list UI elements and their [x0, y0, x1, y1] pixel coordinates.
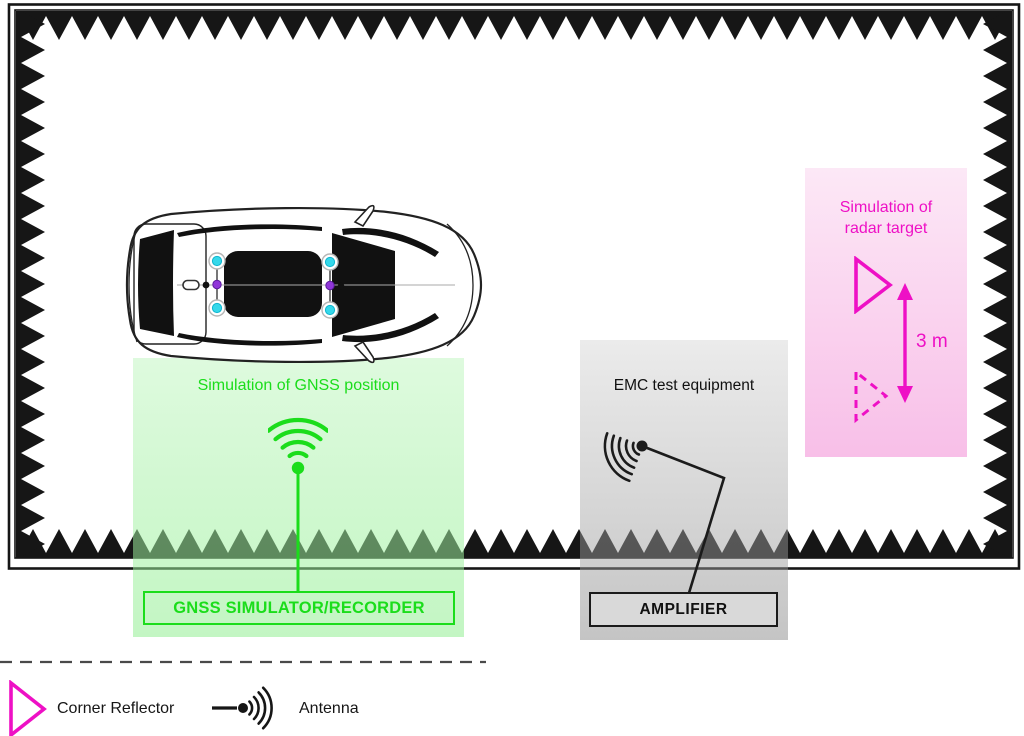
sensor-marker-group-2	[321, 253, 345, 319]
sensor-marker-group-1	[208, 252, 226, 317]
car-rear-contour	[128, 227, 138, 343]
car-sunroof	[224, 251, 322, 317]
radar-zone	[805, 168, 967, 457]
gnss-area-label: Simulation of GNSS position	[197, 377, 400, 394]
car-rear-window	[138, 230, 174, 336]
absorber-base-strips	[16, 11, 1012, 558]
gnss-antenna-icon	[268, 417, 328, 592]
radar-area-label: Simulation of radar target	[839, 199, 933, 237]
legend-antenna-icon	[212, 686, 273, 730]
emc-zone	[580, 340, 788, 640]
chamber-outer-wall	[7, 3, 1021, 570]
sensor-dot-front	[202, 281, 210, 289]
distance-label: 3 m	[916, 331, 948, 352]
gnss-simulator-box: GNSS SIMULATOR/RECORDER	[143, 591, 455, 625]
legend-divider	[0, 660, 486, 664]
car-side-mirrors	[353, 204, 375, 364]
corner-reflector-ghost-icon	[854, 369, 889, 424]
car-top-view	[125, 204, 483, 364]
distance-arrow	[897, 283, 913, 403]
anechoic-chamber	[7, 3, 1021, 570]
car-side-windows	[177, 224, 439, 346]
legend-antenna-label: Antenna	[299, 700, 359, 717]
legend-corner-reflector-icon	[9, 680, 47, 736]
sensor-dot-rear	[337, 282, 345, 290]
amplifier-box: AMPLIFIER	[589, 592, 778, 627]
legend-corner-reflector-label: Corner Reflector	[57, 700, 175, 717]
corner-reflector-icon	[854, 256, 893, 314]
emc-antenna-cable	[641, 444, 726, 594]
car-front-contour	[446, 223, 474, 347]
absorber-cones	[20, 11, 1008, 557]
emc-area-label: EMC test equipment	[613, 377, 755, 394]
roof-antenna-fin	[182, 279, 200, 291]
emc-antenna-icon	[603, 432, 726, 594]
